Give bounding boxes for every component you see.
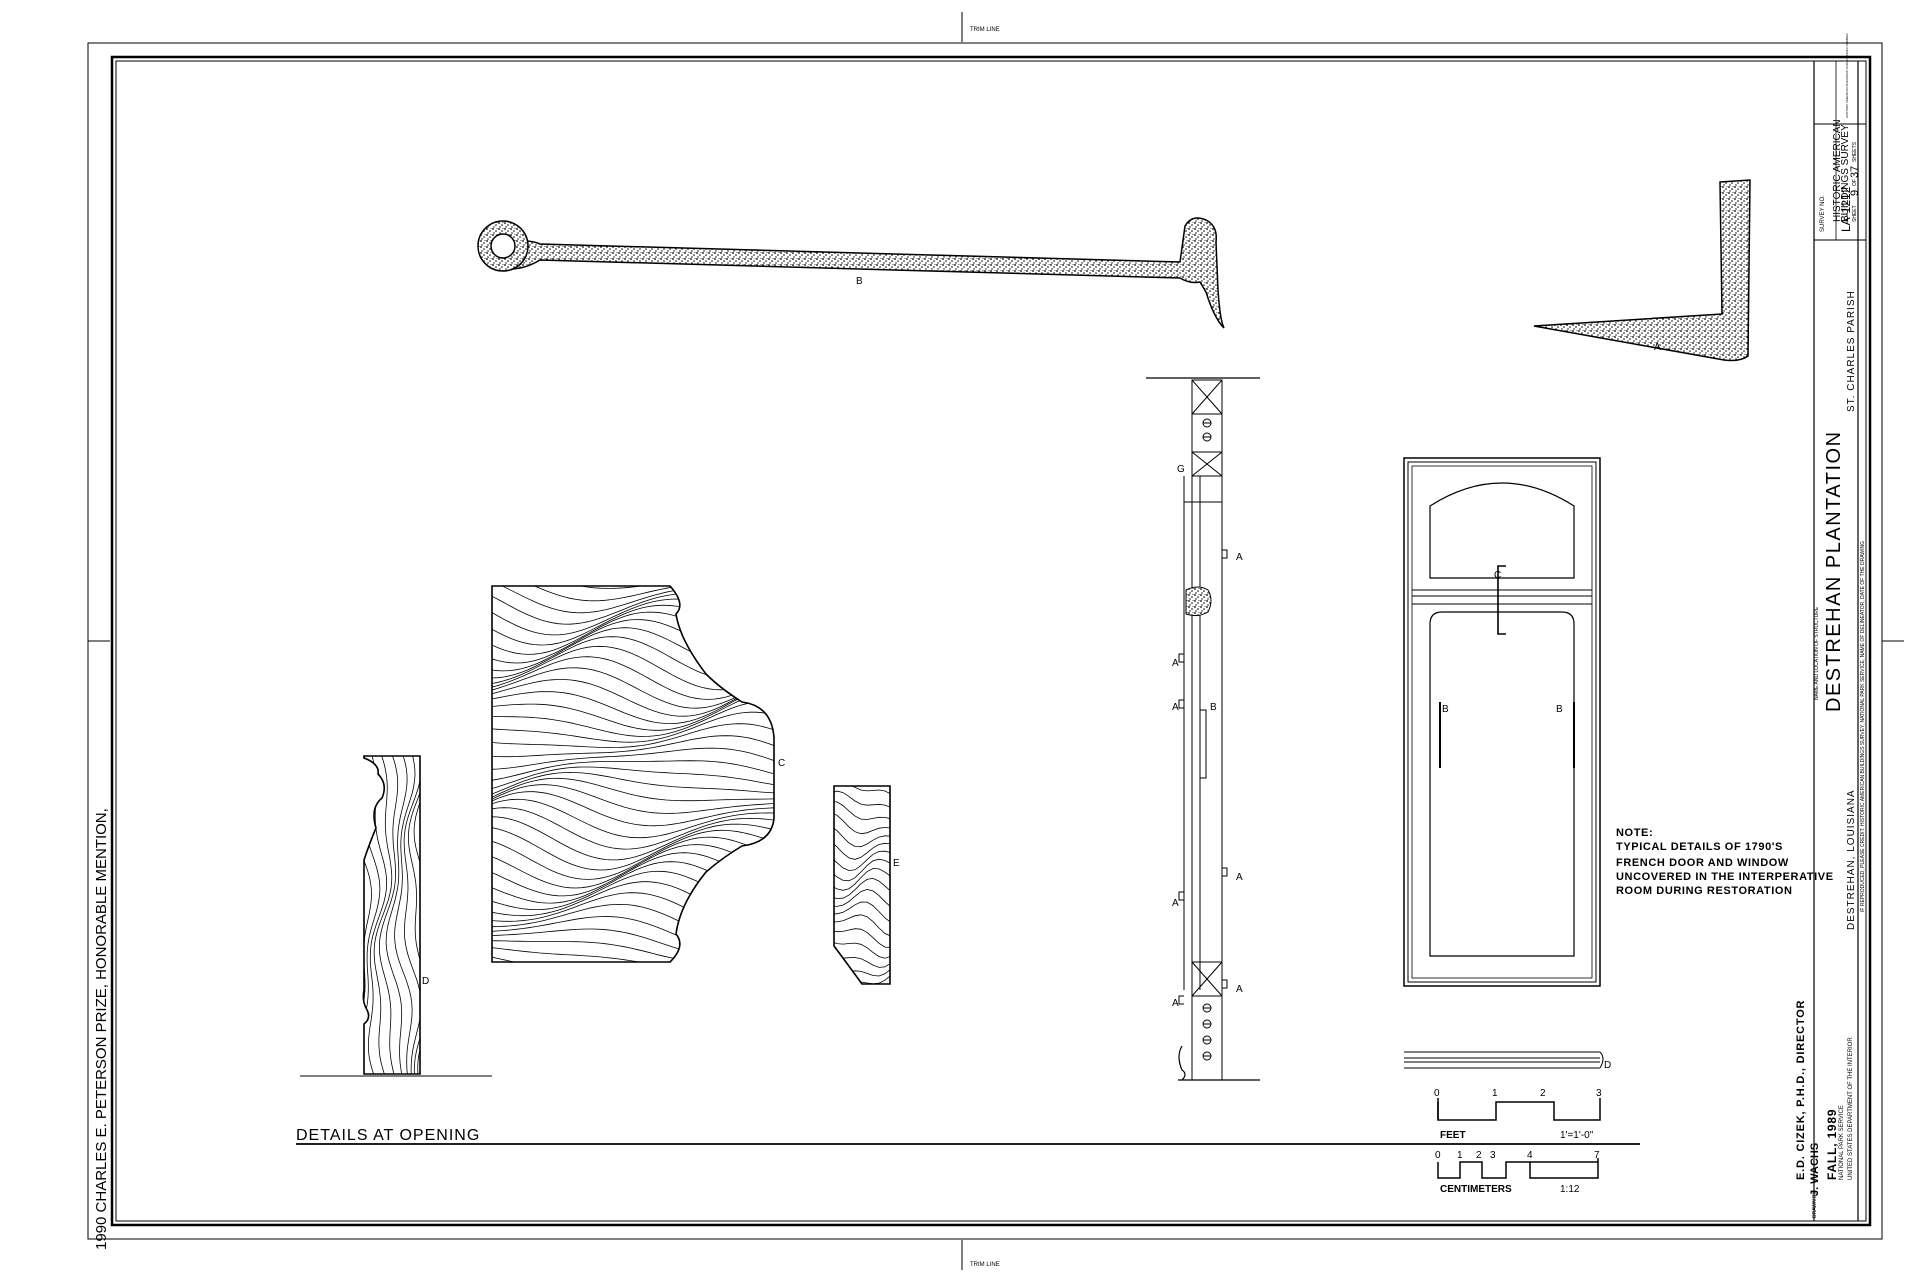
credit-agency-2: UNITED STATES DEPARTMENT OF THE INTERIOR (1848, 1037, 1854, 1180)
scale-cm-tick-5: 7 (1594, 1150, 1600, 1161)
door-elevation-drawing (1403, 457, 1601, 987)
credit-date: FALL, 1989 (1825, 1109, 1839, 1180)
survey-no: LA-1212 (1839, 186, 1853, 232)
credit-director: E.D. CIZEK, P.H.D., DIRECTOR (1795, 1000, 1807, 1180)
title-credit-line: IF REPRODUCED, PLEASE CREDIT: HISTORIC A… (1860, 541, 1866, 912)
scale-feet-tick-3: 3 (1596, 1088, 1602, 1099)
scale-cm-ratio: 1:12 (1560, 1184, 1580, 1195)
trim-line-bottom: TRIM LINE (970, 1262, 1000, 1268)
note-heading: NOTE: (1616, 827, 1653, 839)
sheet-total: 37 (1849, 166, 1861, 178)
jamb-hinge-stipple (1185, 586, 1212, 617)
trim-line-top: TRIM LINE (970, 27, 1000, 33)
scale-cm-tick-4: 4 (1527, 1150, 1533, 1161)
label-profile-c: C (778, 758, 785, 769)
label-jamb-a-2: A (1172, 658, 1179, 669)
title-parish: ST. CHARLES PARISH (1846, 290, 1857, 412)
credit-agency-1: NATIONAL PARK SERVICE (1839, 1105, 1845, 1180)
prize-text: 1990 CHARLES E. PETERSON PRIZE, HONORABL… (93, 808, 110, 1250)
scale-cm-unit: CENTIMETERS (1440, 1184, 1512, 1195)
note-line-4: ROOM DURING RESTORATION (1616, 885, 1793, 897)
scale-feet (1437, 1098, 1601, 1121)
drawing-title: DETAILS AT OPENING (296, 1127, 480, 1144)
profile-e-drawing (833, 785, 891, 985)
credit-drawn-by: J. WACHS (1809, 1143, 1821, 1196)
index-label: HISTORIC AMERICAN BUILDINGS SURVEY INDEX… (1845, 32, 1849, 118)
label-jamb-a-6: A (1236, 984, 1243, 995)
jamb-section-drawing (1146, 377, 1260, 1081)
scale-feet-tick-1: 1 (1492, 1088, 1498, 1099)
title-block (1813, 61, 1866, 1221)
sheets-label: SHEETS (1852, 141, 1858, 162)
scale-cm-tick-1: 1 (1457, 1150, 1463, 1161)
profile-d-drawing (300, 755, 492, 1077)
sheet-number: 9 (1849, 190, 1861, 196)
sheet-label: SHEET (1852, 205, 1858, 222)
label-jamb-a-7: A (1172, 998, 1179, 1009)
scale-feet-tick-0: 0 (1434, 1088, 1440, 1099)
label-nail-a: A (1654, 342, 1661, 353)
scale-feet-unit: FEET (1440, 1130, 1466, 1141)
label-jamb-a-3: A (1172, 702, 1179, 713)
scale-feet-tick-2: 2 (1540, 1088, 1546, 1099)
sheet-border (87, 42, 1883, 1240)
label-hook-b: B (856, 276, 863, 287)
habs-line-2: BUILDINGS SURVEY (1840, 124, 1851, 222)
note-line-1: TYPICAL DETAILS OF 1790'S (1616, 841, 1783, 853)
label-jamb-a-1: A (1236, 552, 1243, 563)
note-line-3: UNCOVERED IN THE INTERPERATIVE (1616, 871, 1834, 883)
trim-marks (88, 12, 1904, 1270)
habs-line-1: HISTORIC AMERICAN (1832, 119, 1843, 222)
scale-cm-tick-2: 2 (1476, 1150, 1482, 1161)
credit-drawn-by-label: DRAWN BY (1812, 1191, 1818, 1218)
hook-b-drawing (477, 217, 1225, 329)
scale-cm-tick-3: 3 (1490, 1150, 1496, 1161)
label-door-c: C (1494, 570, 1501, 581)
label-door-b-left: B (1442, 704, 1449, 715)
note-line-2: FRENCH DOOR AND WINDOW (1616, 857, 1789, 869)
label-jamb-g: G (1177, 464, 1185, 475)
title-location: DESTREHAN, LOUISIANA (1846, 789, 1857, 930)
nail-a-drawing (1533, 179, 1751, 362)
label-jamb-a-4: A (1236, 872, 1243, 883)
grain-lines (492, 586, 774, 962)
sill-d-drawing (1404, 1051, 1604, 1069)
title-plantation-name: DESTREHAN PLANTATION (1823, 430, 1845, 712)
sheet-of: OF (1852, 179, 1858, 186)
scale-cm-tick-0: 0 (1435, 1150, 1441, 1161)
label-profile-e: E (893, 858, 900, 869)
survey-no-label: SURVEY NO. (1820, 195, 1826, 232)
scale-cm (1437, 1158, 1599, 1179)
label-profile-d: D (422, 976, 429, 987)
profile-c-drawing (491, 585, 775, 963)
title-name-location-label: NAME AND LOCATION OF STRUCTURE (1814, 606, 1820, 700)
label-jamb-a-5: A (1172, 898, 1179, 909)
label-sill-d: D (1604, 1060, 1611, 1071)
label-door-b-right: B (1556, 704, 1563, 715)
scale-feet-ratio: 1'=1'-0" (1560, 1130, 1594, 1141)
label-jamb-b: B (1210, 702, 1217, 713)
